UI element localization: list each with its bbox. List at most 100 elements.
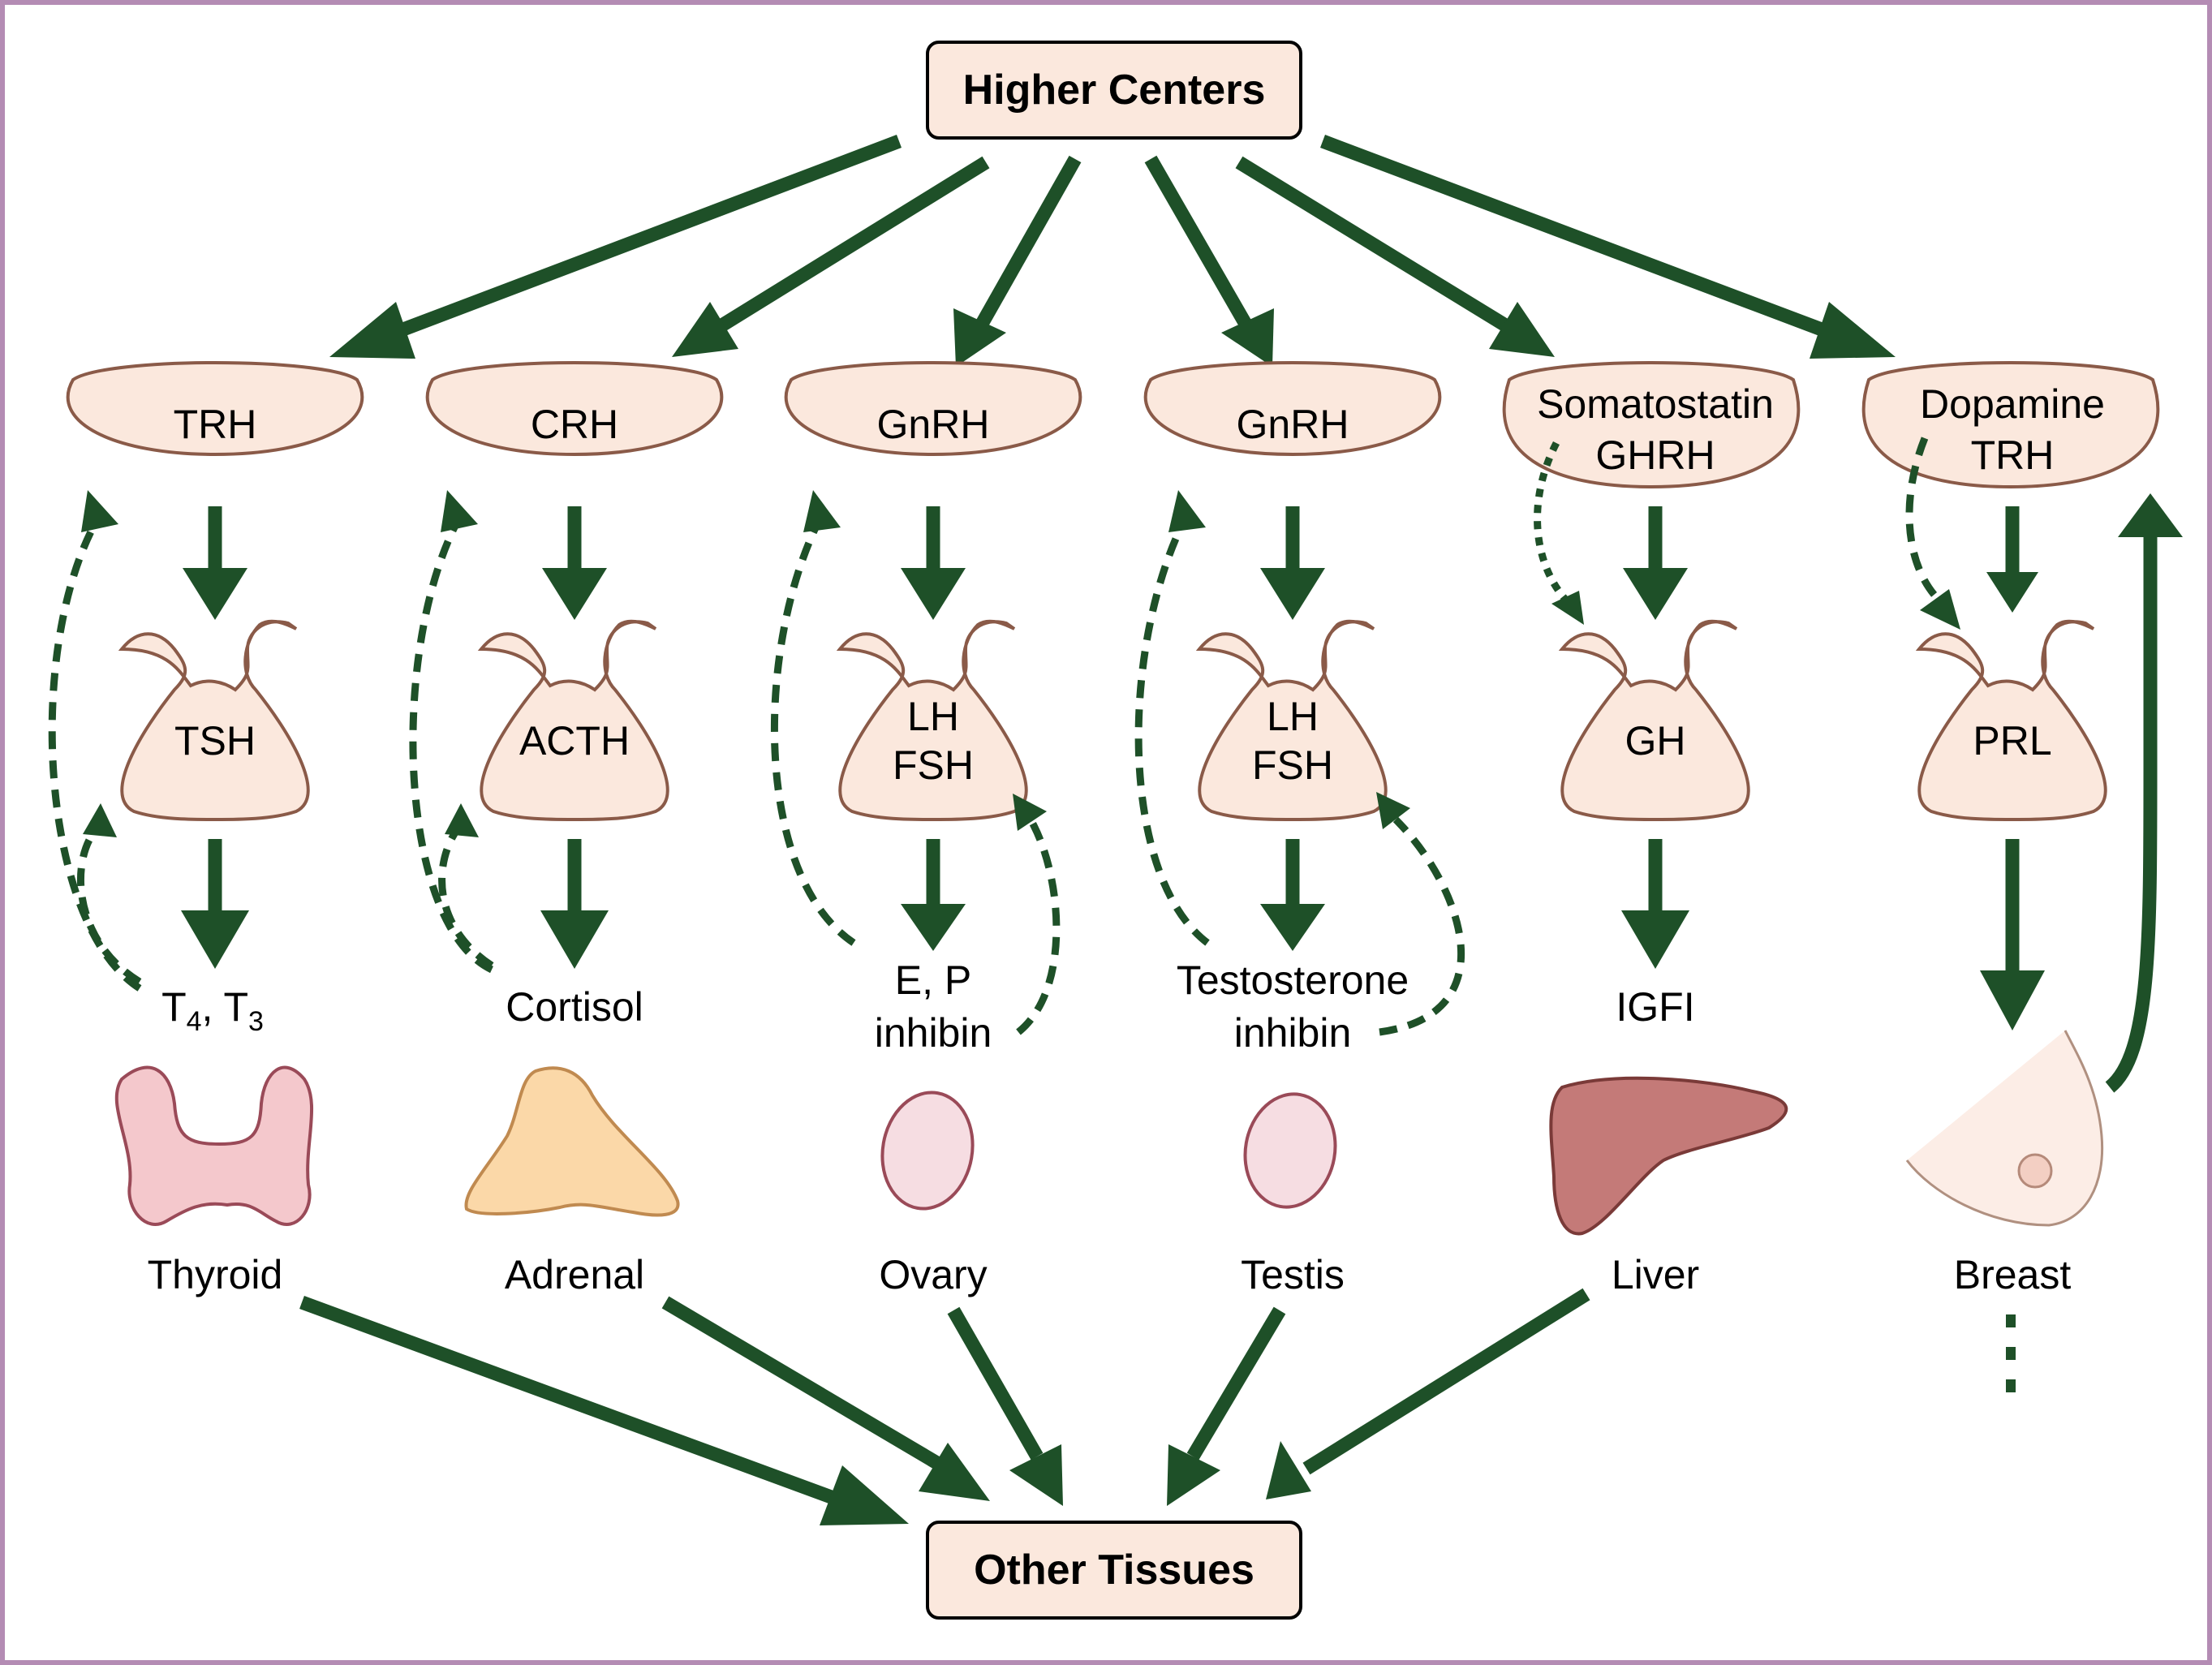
arrowhead [1013,794,1047,831]
pituitary-label-gh: GH [1625,718,1686,764]
arrowhead [1260,904,1325,951]
organ-label-testis: Testis [1241,1252,1345,1297]
arrowhead [1986,572,2038,613]
feedback-testis-short [1379,816,1465,1036]
feedback-thyroid-short [76,825,142,985]
testis-icon [1243,1092,1337,1209]
product-label-igf: IGFI [1616,984,1694,1030]
t3-subscript: 3 [248,1006,264,1037]
arrowhead [1168,490,1206,532]
top-arrows [329,135,1896,367]
pituitary-label-fsh-male: FSH [1252,742,1333,788]
feedback-thyroid-long [48,517,142,992]
breast-continuation-dots [2006,1314,2016,1392]
organ-label-ovary: Ovary [879,1252,987,1297]
arrowhead [445,803,479,837]
t4-subscript: 4 [187,1006,202,1037]
arrowhead [1623,568,1688,620]
pituitary-label-fsh-female: FSH [893,742,974,788]
product-label-t4-t3: T4, T3 [161,984,264,1037]
arrowhead [181,910,249,969]
product-label-inhibin-female: inhibin [875,1010,992,1056]
hypothalamus-trh [66,361,364,457]
bottom-arrows [299,1288,1590,1525]
feedback-adrenal-short [438,825,494,969]
arrowhead [1980,970,2045,1030]
hypothalamus-label-gnrh-female: GnRH [877,402,990,447]
arrowhead [1920,589,1960,630]
t4-t3-separator: , [202,984,224,1030]
pituitary-lh-fsh-female [836,619,1028,821]
higher-centers-label: Higher Centers [963,67,1266,114]
arrowhead [81,490,118,532]
arrowhead [672,302,738,357]
hypothalamus-gnrh-male [1143,361,1442,457]
hypothalamus-label-crh: CRH [531,402,618,447]
feedback-testis-long [1134,517,1210,946]
thyroid-gland-icon [114,1065,314,1226]
feedback-adrenal-long [409,517,493,974]
arrow-liver-tissues [1302,1288,1590,1475]
pituitary-shape [477,619,669,821]
other-tissues-box [926,1521,1302,1620]
pituitary-shape [1195,619,1388,821]
pituitary-shape [118,619,310,821]
hypothalamus-to-pituitary-arrows [183,506,2038,620]
organ-labels: Thyroid Adrenal Ovary Testis Liver Breas… [148,1252,2072,1297]
hypothalamus-somatostatin-ghrh [1502,361,1801,489]
arrowhead [83,803,117,837]
pituitary-label-prl: PRL [1973,718,2051,764]
pituitary-label-lh-male: LH [1267,694,1319,739]
arrowhead [1167,1444,1220,1506]
hypothalamus-dopamine-trh [1861,361,2160,489]
feedback-somatostatin [1534,441,1573,608]
arrowhead [2118,493,2183,537]
arrow-testis-tissues [1186,1306,1286,1461]
hypothalamus-label-ghrh: GHRH [1595,432,1715,478]
product-label-ep: E, P [895,957,971,1003]
hypothalamus-gnrh-female [784,361,1082,457]
adrenal-gland-icon [464,1066,680,1217]
pituitary-shape [836,619,1028,821]
other-tissues-label: Other Tissues [974,1547,1254,1594]
hypothalamus-label-dopamine: Dopamine [1920,381,2105,427]
pituitary-label-acth: ACTH [519,718,630,764]
pituitary-label-tsh: TSH [174,718,256,764]
arrowhead [1009,1444,1063,1506]
pituitary-prl [1915,619,2107,821]
arrowhead [901,568,966,620]
arrow-to-dopamine [1319,135,1855,347]
feedback-breast-trh [2105,536,2158,1093]
organ-label-adrenal: Adrenal [505,1252,644,1297]
arrowhead [901,904,966,951]
arrow-to-gnrh-1 [971,155,1082,335]
pituitary-shape [1915,619,2107,821]
arrowhead [441,490,478,532]
feedback-dopamine [1905,437,1943,604]
product-label-cortisol: Cortisol [506,984,643,1030]
dot-mark [2006,1347,2016,1360]
product-label-inhibin-male: inhibin [1234,1010,1352,1056]
feedback-arrows [48,437,2183,1093]
product-label-testosterone: Testosterone [1177,957,1409,1003]
arrowhead [1621,910,1689,969]
arrowhead [1551,591,1584,625]
dot-mark [2006,1379,2016,1392]
arrowhead [542,568,607,620]
product-labels: T4, T3 Cortisol E, P inhibin Testosteron… [161,957,1695,1056]
liver-icon [1549,1076,1788,1236]
arrow-to-somatostatin [1235,156,1521,339]
higher-centers-box [926,41,1302,140]
arrowhead [1221,308,1274,367]
arrow-thyroid-tissues [299,1296,867,1516]
ovary-icon [880,1091,975,1211]
pituitary-acth [477,619,669,821]
arrow-to-crh [706,156,990,339]
pituitary-gh [1558,619,1750,821]
feedback-ovary-long [770,517,856,946]
hypothalamus-label-trh-2: TRH [1971,432,2055,478]
arrowhead [1266,1441,1311,1499]
arrowhead [919,1443,990,1501]
